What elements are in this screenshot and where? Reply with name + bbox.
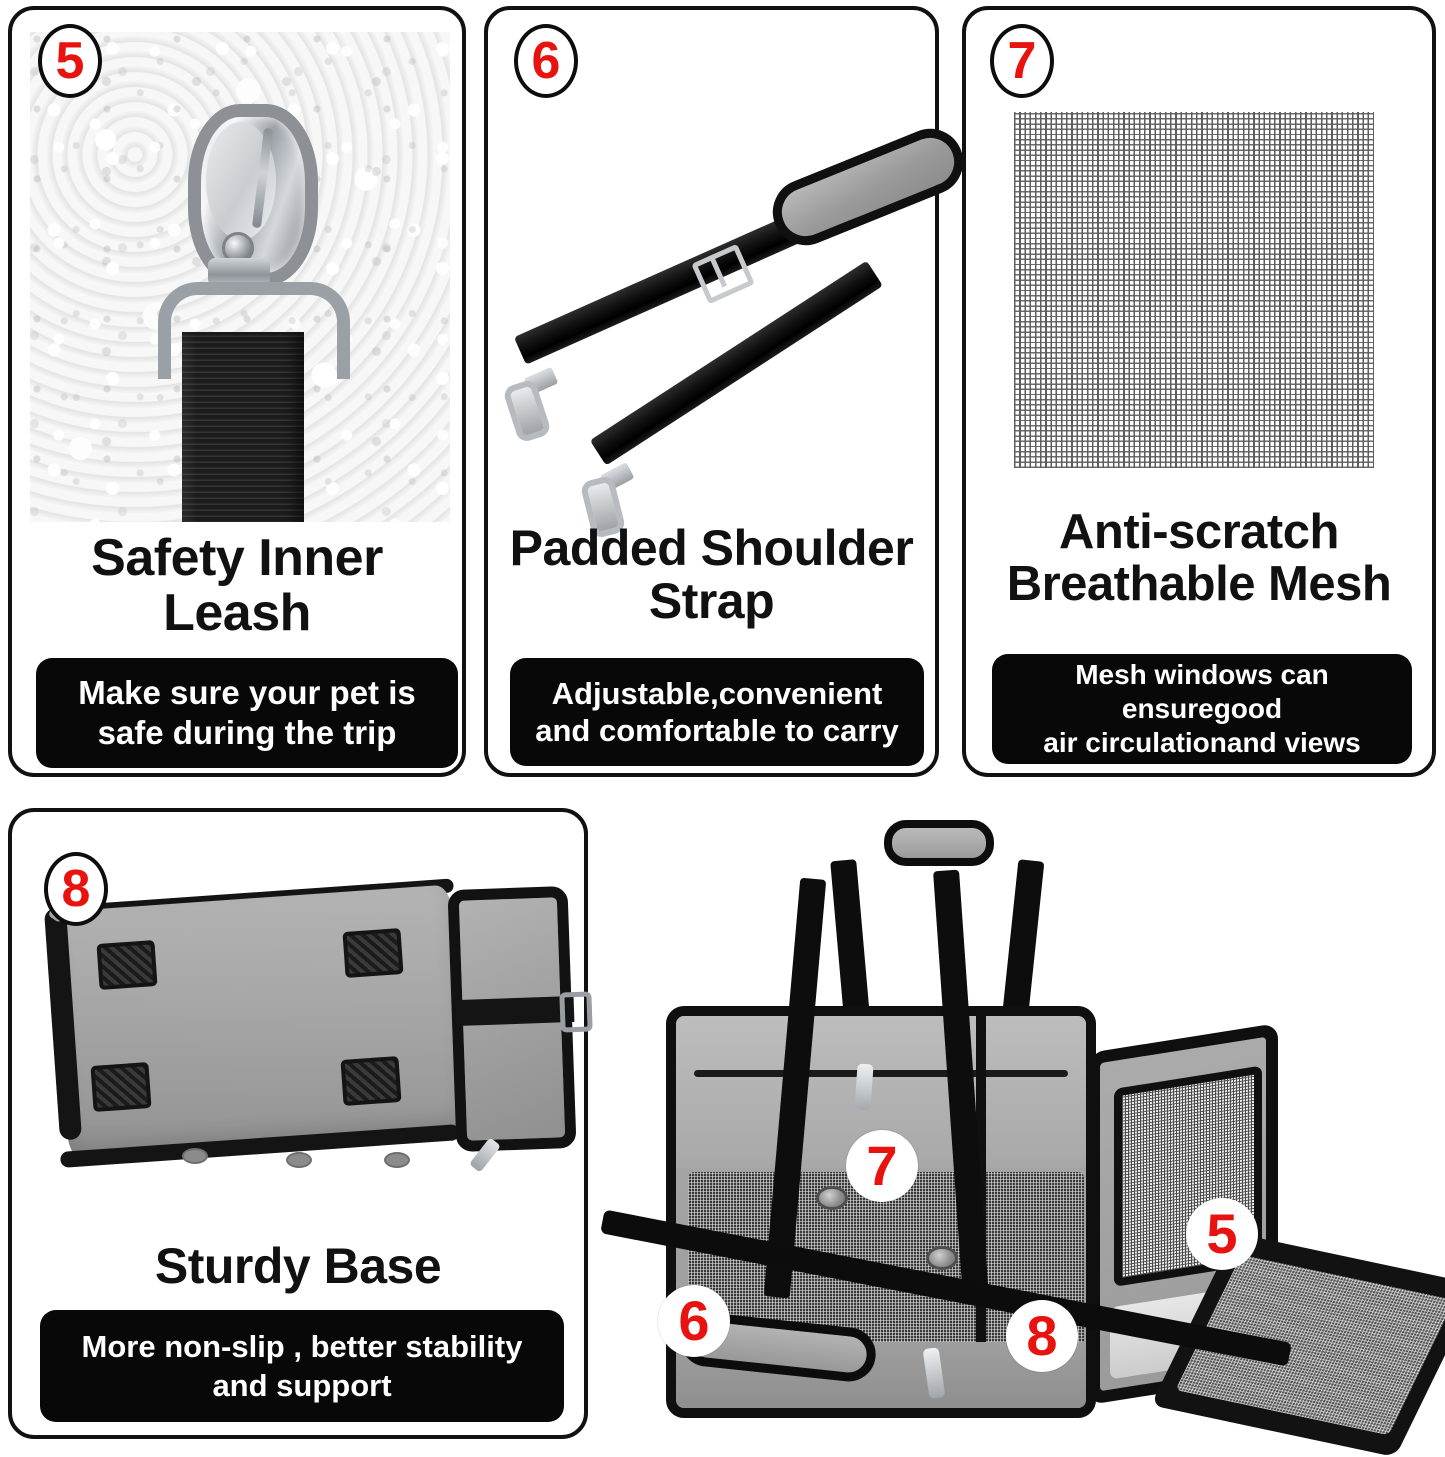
air-grommet-1 [816, 1186, 848, 1210]
feature-title-safety-inner-leash: Safety Inner Leash [91, 529, 383, 643]
black-webbing-strap [182, 332, 304, 522]
air-grommet-2 [926, 1246, 958, 1270]
vent-grommet-2 [286, 1152, 312, 1168]
vent-grommet-3 [384, 1152, 410, 1168]
feature-number-badge-5: 5 [38, 24, 102, 98]
caption-line-2: ensuregood [1121, 692, 1283, 724]
sturdy-base-photo [32, 852, 593, 1232]
snap-hook-swivel-neck [208, 258, 270, 286]
feature-caption-sturdy-base: More non-slip , better stability and sup… [40, 1310, 564, 1422]
feature-number-badge-6: 6 [514, 24, 578, 98]
title-line-2: Breathable Mesh [1006, 556, 1392, 611]
padded-shoulder-strap-photo [501, 36, 974, 540]
vent-grommet-1 [182, 1148, 208, 1164]
feature-number-badge-8: 8 [44, 852, 108, 926]
feature-title-sturdy-base: Sturdy Base [154, 1238, 442, 1294]
feature-card-padded-shoulder-strap: 6 Padded Shoulder Strap Adjustable,conve… [484, 6, 974, 777]
title-line-1: Anti-scratch [1059, 505, 1339, 559]
rubber-foot-top-left [96, 940, 158, 990]
rubber-foot-bottom-left [90, 1062, 152, 1112]
feature-card-safety-inner-leash: 5 Safety Inner Leash Make sure your pet … [8, 6, 466, 777]
caption-line-1: More non-slip , better stability [81, 1328, 523, 1364]
breathable-mesh-swatch-photo [1014, 112, 1374, 468]
title-line-2: Strap [648, 573, 775, 629]
feature-card-sturdy-base: 8 Sturdy Base More non-slip , better sta… [8, 808, 593, 1439]
rubber-foot-top-right [342, 928, 404, 978]
hero-callout-badge-8: 8 [1006, 1300, 1078, 1372]
handle-grip-pad [884, 820, 994, 866]
feature-caption-padded-shoulder-strap: Adjustable,convenient and comfortable to… [510, 658, 924, 766]
caption-line-3: air circulationand views [1043, 727, 1361, 759]
caption-line-2: safe during the trip [97, 714, 397, 751]
feature-caption-breathable-mesh: Mesh windows can ensuregood air circulat… [992, 654, 1412, 764]
hero-product-photo: 7 5 6 8 [596, 800, 1445, 1457]
feature-number-badge-7: 7 [990, 24, 1054, 98]
feature-title-breathable-mesh: Anti-scratch Breathable Mesh [966, 505, 1432, 611]
carrier-underside [51, 884, 469, 1162]
feature-card-breathable-mesh: 7 Anti-scratch Breathable Mesh Mesh wind… [962, 6, 1436, 777]
feature-caption-safety-inner-leash: Make sure your pet is safe during the tr… [36, 658, 458, 768]
feature-title-padded-shoulder-strap: Padded Shoulder Strap [488, 522, 935, 628]
caption-line-2: and support [212, 1368, 392, 1403]
shoulder-pad [762, 118, 974, 256]
hero-callout-badge-6: 6 [658, 1285, 730, 1357]
carrier-side-strap [455, 995, 575, 1027]
safety-inner-leash-photo [30, 32, 450, 522]
hero-callout-badge-7: 7 [846, 1130, 918, 1202]
top-zipper-pull [854, 1063, 874, 1111]
caption-line-2: and comfortable to carry [535, 713, 899, 748]
caption-line-1: Make sure your pet is [78, 673, 416, 711]
carrier-top-panel [676, 1016, 1086, 1168]
carrier-side-d-ring [559, 991, 593, 1033]
title-line-1: Padded Shoulder [509, 520, 914, 576]
rubber-foot-bottom-right [340, 1056, 402, 1106]
snap-hook-d-ring [158, 282, 350, 379]
caption-line-1: Adjustable,convenient [551, 675, 883, 711]
hero-callout-badge-5: 5 [1186, 1198, 1258, 1270]
caption-line-1: Mesh windows can [1075, 658, 1329, 690]
top-zipper-track [694, 1070, 1068, 1077]
